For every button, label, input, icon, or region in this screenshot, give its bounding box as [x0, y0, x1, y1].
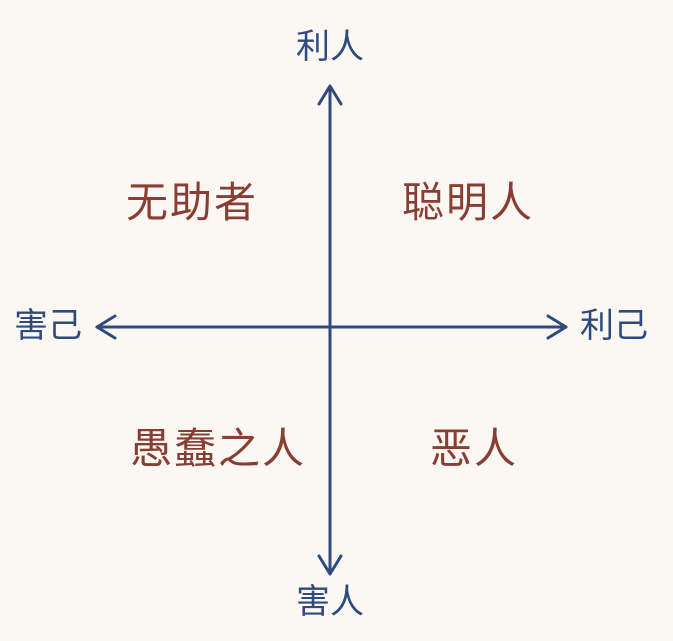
- quadrant-bottom-left: 愚蠢之人: [130, 424, 307, 473]
- quadrant-bottom-right: 恶人: [430, 424, 519, 473]
- arrow-right-icon: [546, 314, 568, 340]
- quadrant-top-right: 聪明人: [402, 178, 535, 227]
- axis-label-left: 害己: [14, 306, 82, 346]
- axis-label-bottom: 害人: [296, 582, 364, 622]
- arrow-left-icon: [95, 314, 117, 340]
- arrow-down-icon: [317, 554, 343, 576]
- axis-label-top: 利人: [296, 27, 364, 67]
- quadrant-top-left: 无助者: [126, 178, 259, 227]
- axis-label-right: 利己: [580, 306, 648, 346]
- arrow-up-icon: [317, 84, 343, 106]
